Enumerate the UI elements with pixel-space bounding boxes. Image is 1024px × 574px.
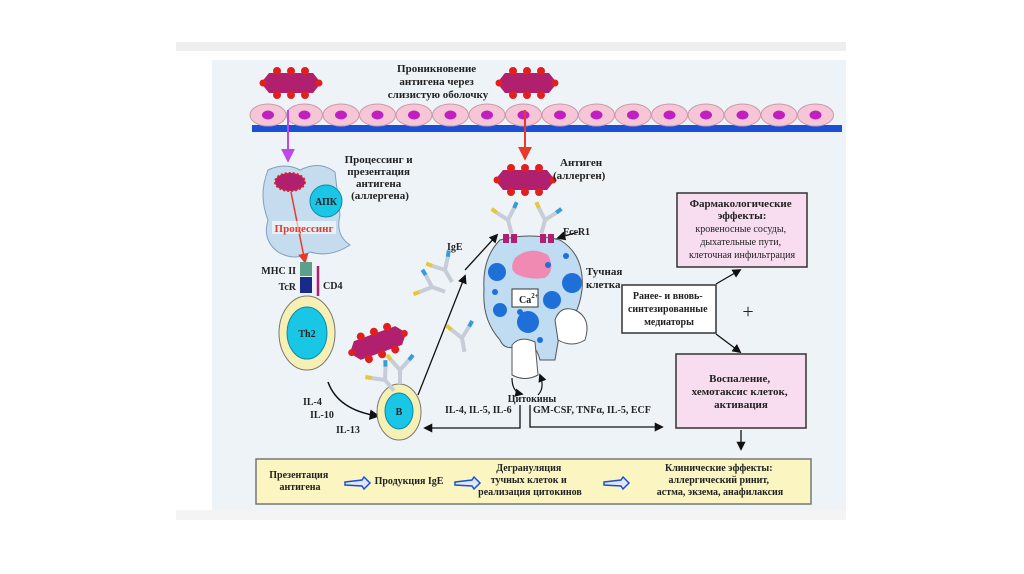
mast-cell: Ca2+ — [483, 234, 588, 379]
epithelial-nucleus — [371, 110, 384, 120]
antigen-allergen — [493, 164, 557, 196]
svg-text:Воспаление, хемотаксис к: Воспаление, хемотаксис клеток, активация — [692, 373, 791, 411]
epithelial-nucleus — [590, 110, 603, 120]
mast-granule — [563, 253, 569, 259]
epithelial-nucleus — [335, 110, 347, 120]
ige-bound-1 — [489, 200, 527, 239]
epithelial-nucleus — [408, 110, 420, 120]
epithelial-nucleus — [481, 110, 493, 120]
ige-label: IgE — [447, 242, 463, 253]
ca-label: Ca2+ — [519, 292, 539, 306]
mast-cell-label: Тучная клетка — [586, 266, 625, 291]
mhc-tcr-complex: MHC II TcR CD4 — [261, 262, 342, 296]
mast-granule — [493, 303, 507, 317]
ige-bound-2 — [526, 200, 564, 239]
epithelial-nucleus — [517, 110, 530, 120]
antigen-center — [495, 67, 559, 99]
summary-step-clinical: Клинические эффекты: аллергический ринит… — [657, 463, 784, 498]
plus-sign: + — [742, 301, 753, 323]
th2-cell: Th2 — [278, 295, 336, 371]
ige-antibody-3 — [444, 318, 480, 357]
svg-text:CD4: CD4 — [323, 281, 342, 292]
svg-text:Ранее- и вновь- синтезир: Ранее- и вновь- синтезированные медиатор… — [628, 291, 710, 328]
epithelial-nucleus — [773, 110, 785, 120]
epithelium-layer — [249, 103, 842, 132]
mast-granule — [517, 309, 523, 315]
epithelial-nucleus — [627, 110, 639, 120]
epithelial-nucleus — [809, 110, 822, 120]
svg-text:кровеносные сосуды, дыха: кровеносные сосуды, дыхательные пути, кл… — [689, 224, 796, 261]
summary-step-degranulation: Дегрануляция тучных клеток и реализация … — [478, 463, 582, 498]
th2-cytokines: IL-4 IL-10 IL-13 — [303, 397, 360, 436]
basement-membrane — [252, 125, 842, 132]
apc-nucleus — [309, 184, 343, 218]
mediators-box: Ранее- и вновь- синтезированные медиатор… — [621, 284, 717, 334]
summary-bar: Презентация антигена Продукция IgE Дегра… — [255, 458, 812, 505]
slide-bottom-bar — [176, 510, 846, 520]
mast-granule — [537, 337, 543, 343]
epithelial-nucleus — [700, 110, 712, 120]
antibody-b — [385, 353, 415, 386]
mast-granule — [517, 311, 539, 333]
epithelial-nucleus — [298, 110, 311, 120]
svg-text:B: B — [396, 407, 403, 418]
b-cell: B — [376, 383, 422, 441]
ige-antibody-2 — [411, 267, 452, 307]
mast-il-left: IL-4, IL-5, IL-6 — [445, 405, 512, 416]
processing-presentation-label: Процессинг и презентация антигена (аллер… — [345, 154, 416, 202]
cytokines-label: Цитокины — [508, 394, 557, 405]
mast-granule — [543, 291, 561, 309]
summary-step-ige: Продукция IgE — [375, 476, 444, 487]
penetration-title: Проникновение антигена через слизистую о… — [388, 63, 489, 101]
mast-granule — [492, 289, 498, 295]
processing-label: Процессинг — [275, 223, 334, 235]
summary-step-presentation: Презентация антигена — [269, 470, 330, 493]
slide-top-bar — [176, 42, 846, 51]
pharmacological-effects-box: Фармакологические эффекты: кровеносные с… — [676, 192, 808, 268]
epithelial-nucleus — [554, 110, 566, 120]
fcer-label: FcεR1 — [563, 227, 590, 238]
svg-text:MHC II: MHC II — [261, 266, 296, 277]
svg-text:Фармакологические эффект: Фармакологические эффекты: — [690, 198, 795, 222]
mast-granule — [562, 273, 582, 293]
apc-label: АПК — [315, 197, 338, 208]
summary-arrow-1 — [344, 475, 372, 491]
antigen-b-cell — [342, 317, 414, 369]
epithelial-nucleus — [663, 110, 676, 120]
svg-text:TcR: TcR — [279, 282, 297, 293]
apc-cell: АПК Процессинг — [262, 165, 351, 265]
antigen-allergen-label: Антиген (аллерген) — [553, 157, 606, 182]
mast-granule — [545, 262, 551, 268]
svg-text:Th2: Th2 — [298, 329, 315, 340]
epithelial-nucleus — [262, 110, 274, 120]
summary-arrow-3 — [603, 475, 631, 491]
mast-granule — [488, 263, 506, 281]
mast-il-right: GM-CSF, TNFα, IL-5, ECF — [533, 405, 651, 416]
epithelial-nucleus — [444, 110, 457, 120]
summary-arrow-2 — [454, 475, 482, 491]
inflammation-box: Воспаление, хемотаксис клеток, активация — [675, 353, 807, 429]
epithelial-nucleus — [736, 110, 749, 120]
antigen-left — [259, 67, 323, 99]
